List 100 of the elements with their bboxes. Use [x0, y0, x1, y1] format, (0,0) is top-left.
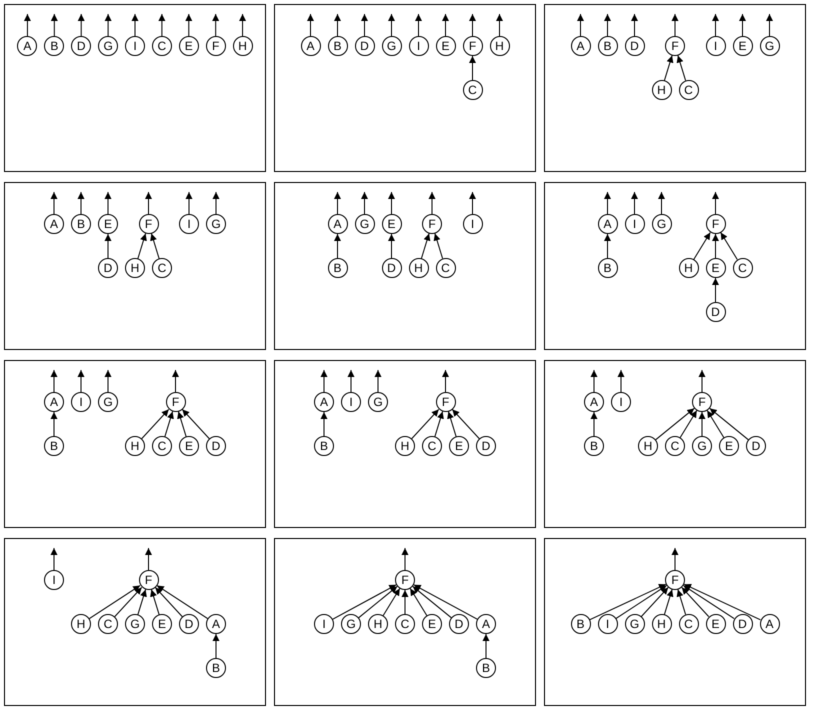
letter-node: A	[17, 36, 38, 56]
letter-node: G	[692, 436, 712, 456]
arrow	[334, 234, 341, 258]
arrow	[420, 233, 430, 259]
arrow	[104, 14, 112, 36]
letter-node: I	[706, 36, 726, 56]
letter-node: A	[584, 392, 604, 412]
letter-node: E	[706, 614, 726, 634]
letter-node: B	[44, 436, 64, 456]
letter-node: C	[678, 614, 698, 634]
letter-node: D	[706, 302, 726, 322]
letter-node: G	[760, 36, 780, 56]
arrow	[158, 14, 166, 36]
arrow	[720, 232, 738, 260]
letter-node: E	[719, 436, 739, 456]
arrow	[469, 192, 476, 214]
letter-node: H	[71, 614, 91, 634]
letter-node: D	[449, 614, 469, 634]
letter-node: C	[152, 36, 172, 56]
letter-node: C	[98, 614, 118, 634]
letter-node: H	[125, 436, 145, 456]
arrow	[452, 408, 480, 440]
arrow	[358, 586, 398, 618]
letter-node: H	[395, 436, 415, 456]
letter-node: G	[382, 36, 402, 56]
arrow	[482, 634, 490, 658]
arrow	[50, 14, 58, 36]
arrow	[442, 14, 449, 36]
letter-node: E	[98, 214, 118, 234]
arrow	[78, 370, 84, 392]
letter-node: C	[422, 436, 442, 456]
letter-node: E	[732, 36, 752, 56]
arrow	[410, 588, 428, 616]
letter-node: A	[206, 614, 226, 634]
letter-node: I	[624, 214, 644, 234]
arrow	[145, 192, 152, 214]
letter-node: C	[152, 436, 172, 456]
panel-frame	[274, 538, 536, 706]
arrow	[590, 412, 598, 436]
letter-node: I	[611, 392, 631, 412]
arrow	[631, 192, 638, 214]
arrow	[307, 14, 314, 36]
arrow	[604, 192, 611, 214]
letter-node: I	[462, 214, 482, 234]
arrow	[382, 588, 400, 616]
letter-node: B	[598, 36, 618, 56]
arrow	[706, 410, 724, 438]
arrow	[604, 14, 611, 36]
letter-node: B	[328, 258, 348, 278]
arrow	[684, 584, 761, 620]
letter-node: F	[692, 392, 712, 412]
letter-node: A	[314, 392, 334, 412]
letter-node: H	[638, 436, 658, 456]
arrow	[402, 548, 408, 570]
arrow	[137, 589, 147, 615]
arrow	[334, 14, 341, 36]
arrow	[348, 370, 354, 392]
letter-node: C	[152, 258, 172, 278]
arrow	[104, 192, 112, 214]
letter-node: H	[652, 80, 672, 100]
letter-node: I	[179, 214, 199, 234]
letter-node: D	[382, 258, 402, 278]
arrow	[50, 548, 58, 570]
letter-node: F	[138, 214, 158, 234]
arrow	[361, 192, 368, 214]
letter-node: H	[652, 614, 672, 634]
arrow	[766, 14, 773, 36]
letter-node: G	[125, 614, 145, 634]
arrow	[681, 586, 710, 618]
arrow	[589, 584, 666, 620]
panel-frame	[4, 538, 266, 706]
arrow	[374, 370, 382, 392]
panel-frame	[4, 4, 266, 172]
arrow	[434, 233, 444, 259]
letter-node: E	[449, 436, 469, 456]
letter-node: A	[300, 36, 320, 56]
arrow	[712, 278, 719, 302]
letter-node: G	[354, 214, 374, 234]
arrow	[413, 584, 478, 620]
arrow	[114, 586, 142, 618]
arrow	[388, 234, 395, 258]
letter-node: I	[71, 392, 91, 412]
panel-frame	[544, 182, 806, 350]
arrow	[50, 370, 58, 392]
letter-node: H	[232, 36, 253, 56]
arrow	[137, 233, 147, 259]
panel-frame	[274, 182, 536, 350]
arrow	[78, 14, 85, 36]
letter-node: E	[382, 214, 402, 234]
arrow	[640, 586, 669, 618]
arrow	[709, 408, 749, 440]
letter-node: A	[760, 614, 780, 634]
letter-node: C	[665, 436, 685, 456]
arrow	[631, 14, 638, 36]
arrow	[182, 408, 210, 440]
arrow	[676, 589, 686, 615]
letter-node: D	[354, 36, 374, 56]
arrow	[320, 370, 328, 392]
arrow	[676, 55, 686, 81]
arrow	[150, 589, 160, 615]
